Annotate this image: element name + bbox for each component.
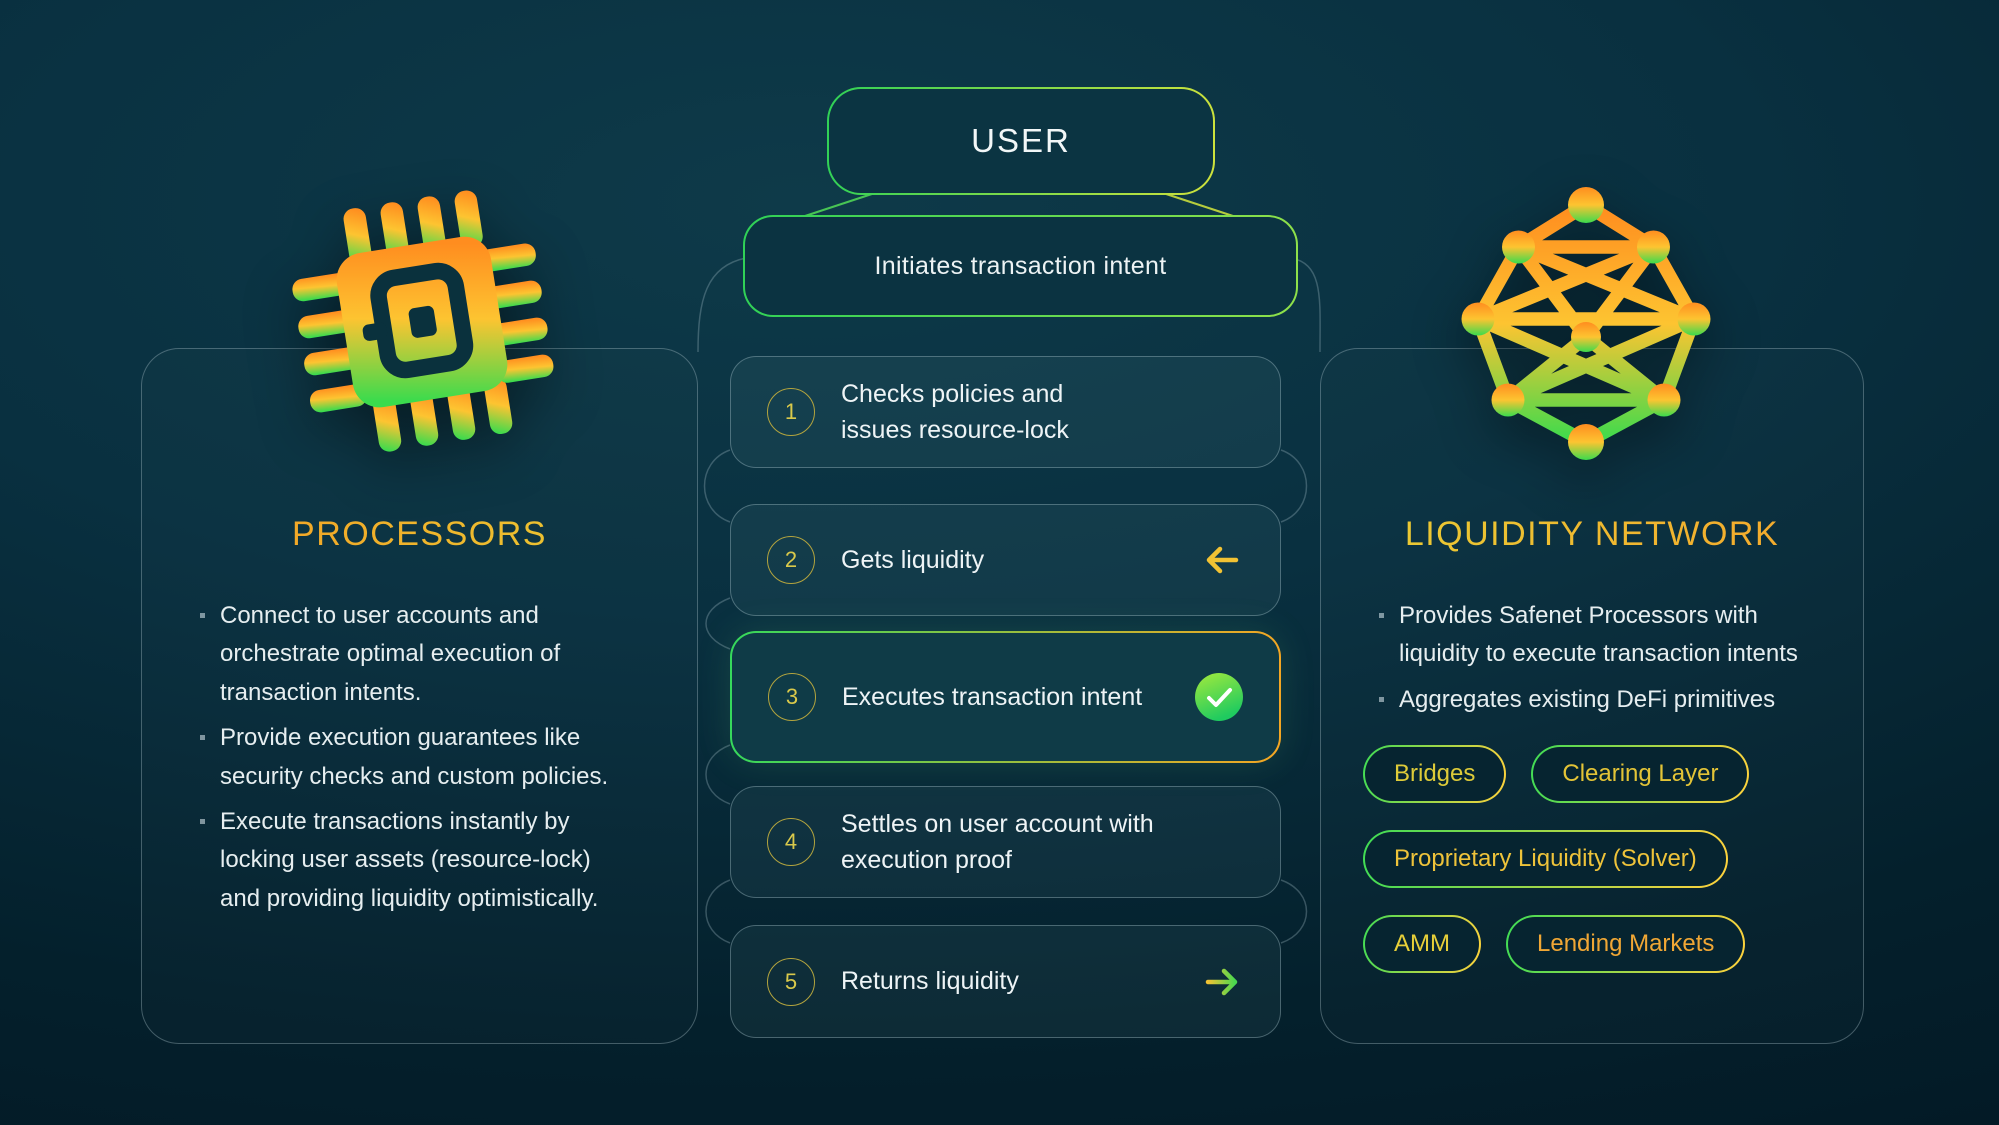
step-number: 3 [768, 673, 816, 721]
tag-amm: AMM [1363, 915, 1481, 973]
bullet-marker [200, 818, 205, 824]
bullet-marker [1379, 696, 1384, 702]
step-5: 5 Returns liquidity [730, 925, 1281, 1038]
step-label: Checks policies and issues resource-lock [841, 379, 1069, 444]
bullet-text: Connect to user accounts and orchestrate… [220, 602, 561, 706]
bullet-text: Provide execution guarantees like securi… [220, 724, 609, 790]
step-2: 2 Gets liquidity [730, 504, 1281, 616]
tag-bridges: Bridges [1363, 745, 1506, 803]
arrow-right-icon [1198, 958, 1246, 1006]
bullet-marker [200, 735, 205, 741]
processors-bullets: Connect to user accounts and orchestrate… [200, 597, 660, 918]
liquidity-bullets: Provides Safenet Processors with liquidi… [1379, 597, 1841, 719]
tag-label: Bridges [1394, 760, 1476, 787]
tag-label: Clearing Layer [1562, 760, 1719, 787]
step-1: 1 Checks policies and issues resource-lo… [730, 356, 1281, 468]
check-icon [1193, 671, 1245, 723]
intent-node: Initiates transaction intent [743, 215, 1298, 317]
liquidity-title: LIQUIDITY NETWORK [1321, 515, 1863, 554]
step-number: 4 [767, 818, 815, 866]
step-label: Returns liquidity [841, 967, 1019, 996]
step-number: 1 [767, 388, 815, 436]
processors-title: PROCESSORS [142, 515, 697, 554]
bullet-marker [1379, 613, 1384, 618]
intent-label: Initiates transaction intent [874, 251, 1167, 280]
bullet-item: Provide execution guarantees like securi… [200, 719, 660, 796]
step-3: 3 Executes transaction intent [730, 631, 1281, 763]
bullet-item: Provides Safenet Processors with liquidi… [1379, 597, 1841, 674]
tag-label: Proprietary Liquidity (Solver) [1394, 845, 1697, 872]
liquidity-network-icon [1461, 187, 1711, 460]
user-label: USER [971, 122, 1071, 159]
liquidity-panel: LIQUIDITY NETWORK Provides Safenet Proce… [1320, 348, 1864, 1044]
processors-panel: PROCESSORS Connect to user accounts and … [141, 348, 698, 1044]
bullet-item: Execute transactions instantly by lockin… [200, 803, 660, 918]
bullet-text: Aggregates existing DeFi primitives [1399, 685, 1776, 713]
step-label: Executes transaction intent [842, 682, 1143, 711]
arrow-left-icon [1198, 536, 1246, 584]
tag-label: Lending Markets [1537, 930, 1715, 957]
step-label: Gets liquidity [841, 545, 985, 574]
step-label: Settles on user account with execution p… [841, 809, 1154, 874]
bullet-marker [200, 613, 205, 618]
step-4: 4 Settles on user account with execution… [730, 786, 1281, 898]
processor-chip-icon [292, 190, 554, 452]
tag-lending-markets: Lending Markets [1506, 915, 1745, 973]
step-number: 2 [767, 536, 815, 584]
user-node: USER [827, 87, 1215, 195]
bullet-item: Connect to user accounts and orchestrate… [200, 597, 660, 712]
tag-label: AMM [1394, 930, 1450, 957]
bullet-text: Provides Safenet Processors with liquidi… [1399, 602, 1798, 668]
step-number: 5 [767, 957, 815, 1006]
bullet-item: Aggregates existing DeFi primitives [1379, 681, 1841, 719]
bullet-text: Execute transactions instantly by lockin… [220, 807, 599, 912]
tag-proprietary-liquidity-solver: Proprietary Liquidity (Solver) [1363, 830, 1728, 888]
liquidity-tags: Bridges Clearing Layer Proprietary Liqui… [1363, 745, 1835, 973]
tag-clearing-layer: Clearing Layer [1531, 745, 1749, 803]
